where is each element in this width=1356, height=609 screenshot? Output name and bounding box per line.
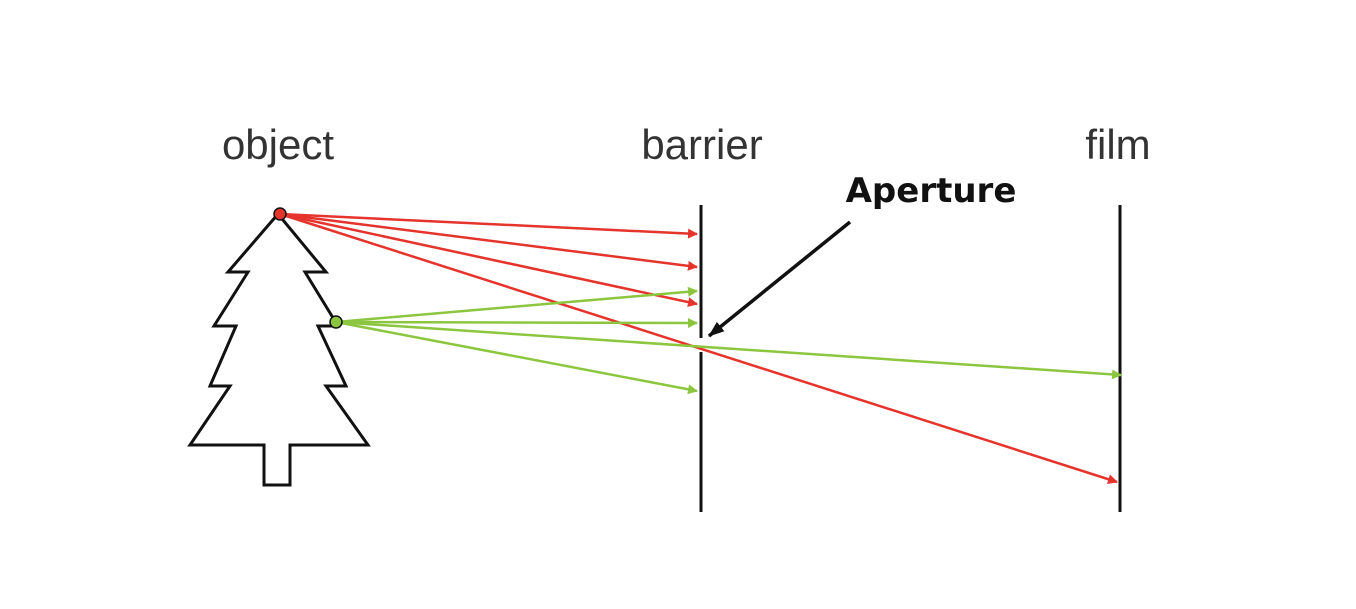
red-ray-3 (279, 212, 698, 307)
red-ray-1 (279, 212, 698, 239)
green-ray-3 (335, 320, 698, 395)
barrier-label: barrier (641, 121, 762, 168)
object-label: object (222, 121, 334, 168)
green-ray-through-aperture (335, 320, 1122, 380)
tree-icon (187, 211, 371, 487)
middle-point-dot (329, 315, 343, 329)
red-ray-2 (279, 212, 698, 271)
aperture-label: Aperture (846, 171, 1017, 211)
green-ray-1 (335, 286, 698, 324)
top-point-dot (273, 207, 287, 221)
red-ray-through-aperture (279, 212, 1118, 485)
film-label: film (1085, 121, 1150, 168)
green-ray-2 (335, 317, 698, 328)
aperture-pointer-arrow (707, 220, 852, 338)
